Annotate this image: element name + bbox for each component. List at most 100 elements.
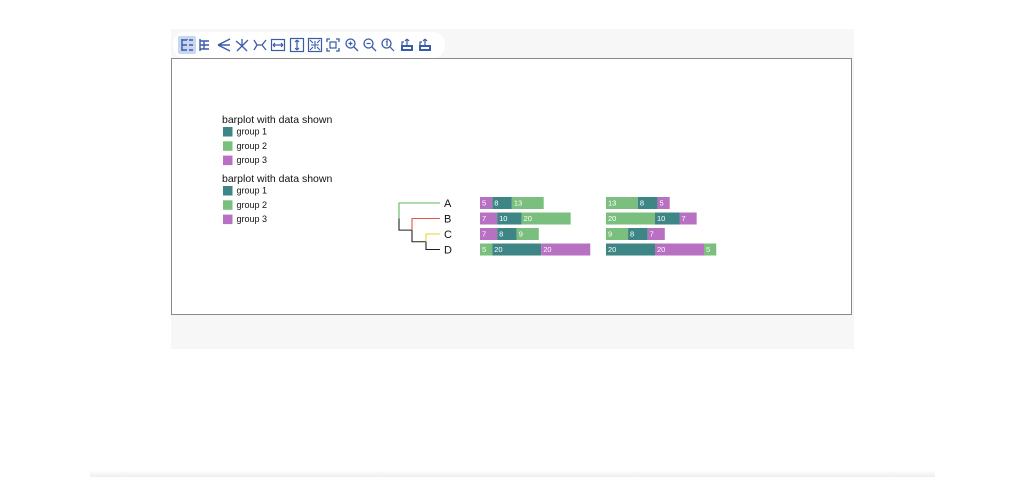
bar-value-label: 5 [482, 245, 486, 254]
zoom-in-button[interactable] [343, 36, 361, 54]
bar-segment-group-1[interactable] [497, 212, 522, 225]
bar-value-label: 7 [482, 230, 486, 239]
leaf-label-B[interactable]: B [444, 214, 451, 226]
bar-segment-group-2[interactable] [606, 212, 655, 225]
bar-segment-group-2[interactable] [511, 197, 544, 209]
legend-swatch-group-1 [223, 127, 233, 137]
bar-value-label: 7 [650, 230, 654, 239]
legend-item-label: group 2 [237, 141, 268, 151]
slanted-layout-button[interactable] [215, 36, 233, 54]
expand-button[interactable] [306, 36, 324, 54]
bar-segment-group-1[interactable] [637, 197, 658, 209]
leaf-label-D[interactable]: D [444, 245, 452, 257]
export-svg-button[interactable] [398, 36, 416, 54]
fit-to-screen-icon [326, 38, 341, 52]
fit-width-icon [271, 38, 286, 52]
branch-A[interactable] [398, 202, 440, 219]
toolbar [173, 32, 445, 58]
bar-value-label: 9 [608, 230, 612, 239]
bar-value-label: 13 [514, 199, 522, 208]
bar-segment-group-1[interactable] [492, 197, 512, 209]
expand-icon [307, 37, 323, 53]
legend-swatch-group-3 [223, 155, 233, 166]
bar-segment-group-3[interactable] [647, 228, 665, 240]
bar-segment-group-1[interactable] [492, 243, 542, 256]
bar-value-label: 8 [494, 199, 498, 208]
zoom-in-icon [345, 38, 359, 52]
bar-segment-group-2[interactable] [704, 243, 717, 256]
branch-D[interactable] [425, 241, 440, 251]
branch-B[interactable] [411, 217, 440, 231]
legend-item-label: group 3 [237, 155, 268, 165]
rectangular-layout-icon [181, 39, 193, 51]
bar-segment-group-2[interactable] [606, 197, 638, 209]
zoom-out-button[interactable] [361, 36, 379, 54]
radial-layout-button[interactable] [233, 36, 251, 54]
bar-value-label: 20 [657, 245, 665, 254]
bar-value-label: 20 [543, 245, 551, 254]
bar-segment-group-1[interactable] [628, 228, 648, 240]
bar-value-label: 5 [482, 199, 486, 208]
legend-swatch-group-3 [223, 214, 233, 225]
zoom-out-icon [363, 38, 377, 52]
bar-value-label: 20 [524, 214, 532, 223]
fit-height-button[interactable] [288, 36, 306, 54]
bar-value-label: 13 [608, 199, 616, 208]
reset-zoom-button[interactable] [379, 36, 397, 54]
fit-to-screen-button[interactable] [324, 36, 342, 54]
bar-segment-group-2[interactable] [480, 243, 493, 256]
legend-title: barplot with data shown [222, 173, 332, 185]
branch-root-lower[interactable] [398, 218, 412, 231]
bar-segment-group-2[interactable] [516, 228, 539, 240]
bar-value-label: 20 [494, 245, 502, 254]
legend-swatch-group-2 [223, 141, 233, 151]
legend-title: barplot with data shown [222, 114, 332, 126]
bar-segment-group-3[interactable] [480, 197, 493, 209]
rectangular-cladogram-icon [199, 39, 210, 51]
fit-width-button[interactable] [269, 36, 287, 54]
branch-inner[interactable] [411, 230, 426, 243]
bar-segment-group-3[interactable] [480, 228, 498, 240]
bar-segment-group-2[interactable] [521, 212, 571, 225]
leaf-label-C[interactable]: C [444, 229, 452, 241]
rectangular-cladogram-button[interactable] [196, 36, 214, 54]
bar-value-label: 10 [499, 214, 507, 223]
bar-segment-group-1[interactable] [497, 228, 517, 240]
bar-value-label: 10 [657, 214, 665, 223]
export-png-button[interactable] [416, 36, 434, 54]
export-png-icon [418, 38, 431, 51]
bar-segment-group-3[interactable] [541, 243, 591, 256]
bar-value-label: 7 [682, 214, 686, 223]
branch-C[interactable] [425, 233, 440, 242]
legend-item-label: group 1 [237, 186, 268, 196]
bar-segment-group-2[interactable] [606, 228, 629, 240]
bar-segment-group-1[interactable] [606, 243, 655, 256]
leaf-label-A[interactable]: A [444, 198, 452, 210]
radial-layout-icon [235, 39, 249, 52]
bar-value-label: 8 [630, 230, 634, 239]
bar-segment-group-3[interactable] [657, 197, 670, 209]
bar-value-label: 8 [640, 199, 644, 208]
bar-value-label: 5 [706, 245, 710, 254]
legend-swatch-group-2 [223, 200, 233, 210]
bar-segment-group-3[interactable] [655, 243, 704, 256]
bar-value-label: 20 [608, 245, 616, 254]
reset-zoom-icon [381, 38, 395, 52]
rectangular-layout-button[interactable] [178, 36, 196, 54]
slanted-layout-icon [217, 38, 230, 52]
bar-segment-group-3[interactable] [679, 212, 697, 225]
unrooted-layout-button[interactable] [251, 36, 269, 54]
bar-value-label: 5 [659, 199, 663, 208]
bar-segment-group-3[interactable] [480, 212, 498, 225]
legend-item-label: group 2 [237, 200, 268, 210]
bar-segment-group-1[interactable] [655, 212, 680, 225]
bar-value-label: 8 [499, 230, 503, 239]
fit-height-icon [289, 37, 304, 53]
legend-item-label: group 1 [237, 127, 268, 137]
page-bottom-edge [90, 470, 935, 477]
